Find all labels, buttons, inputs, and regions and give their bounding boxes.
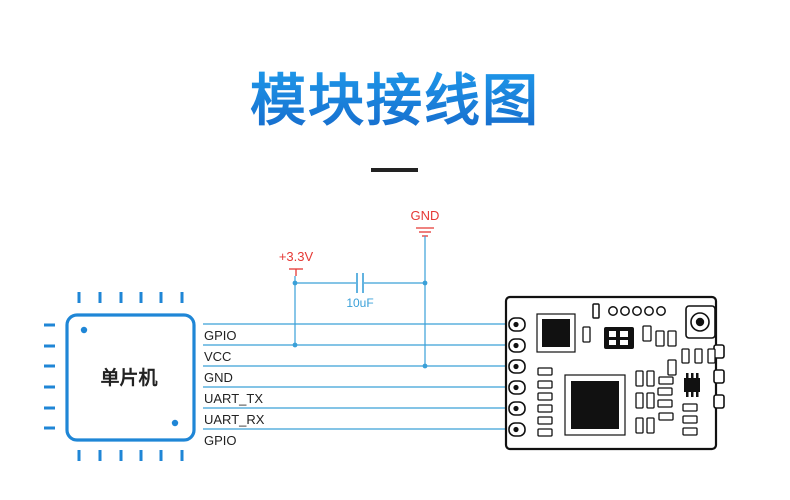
power-section: GND +3.3V 10uF (279, 208, 440, 369)
mcu-pin (44, 385, 55, 389)
antenna-connector-icon (685, 305, 716, 339)
mcu-pin (159, 292, 163, 303)
module-left-pad-holes (513, 321, 519, 433)
module-small-ic (536, 313, 576, 353)
rf-module-board (504, 295, 725, 451)
pin-label: GPIO (204, 328, 237, 343)
power-rail-symbol-icon (289, 268, 303, 276)
mcu-pins-bottom (77, 450, 184, 461)
mcu-pin (77, 450, 81, 461)
mcu-pin (98, 292, 102, 303)
signal-wires (203, 323, 509, 430)
capacitor-icon (356, 273, 364, 293)
pin-label: UART_TX (204, 391, 263, 406)
mcu-corner-dot (171, 419, 179, 427)
mcu-chip: 单片机 (44, 292, 196, 461)
mcu-pin (119, 450, 123, 461)
module-header-pads (592, 303, 666, 319)
pin-label: VCC (204, 349, 231, 364)
mcu-pin (77, 292, 81, 303)
page-title: 模块接线图 (0, 62, 790, 142)
module-left-pads (508, 317, 526, 437)
v33-label: +3.3V (279, 249, 314, 264)
pin-label: UART_RX (204, 412, 265, 427)
module-right-pads (713, 344, 725, 409)
mcu-pin (119, 292, 123, 303)
module-passives (537, 325, 716, 437)
mcu-pin (44, 406, 55, 410)
mcu-pin (159, 450, 163, 461)
module-crystal (604, 327, 634, 349)
mcu-pins-top (77, 292, 184, 303)
pin-label: GND (204, 370, 233, 385)
mcu-pin (139, 292, 143, 303)
mcu-pin (98, 450, 102, 461)
mcu-pin1-dot (80, 326, 88, 334)
mcu-pin (44, 344, 55, 348)
pin-labels: GPIO VCC GND UART_TX UART_RX GPIO (204, 328, 265, 448)
capacitor-label: 10uF (346, 296, 373, 310)
ground-symbol-icon (416, 227, 434, 237)
mcu-pin (139, 450, 143, 461)
module-main-ic (564, 374, 626, 436)
mcu-pin (44, 364, 55, 368)
mcu-pin (44, 426, 55, 430)
mcu-pin (44, 323, 55, 327)
mcu-body (65, 313, 196, 442)
mcu-pins-left (44, 323, 55, 430)
title-underline (371, 168, 418, 172)
mcu-pin (180, 450, 184, 461)
gnd-label: GND (411, 208, 440, 223)
mcu-label: 单片机 (100, 366, 157, 389)
pin-label: GPIO (204, 433, 237, 448)
mcu-pin (180, 292, 184, 303)
module-regulator-ic (684, 373, 700, 397)
